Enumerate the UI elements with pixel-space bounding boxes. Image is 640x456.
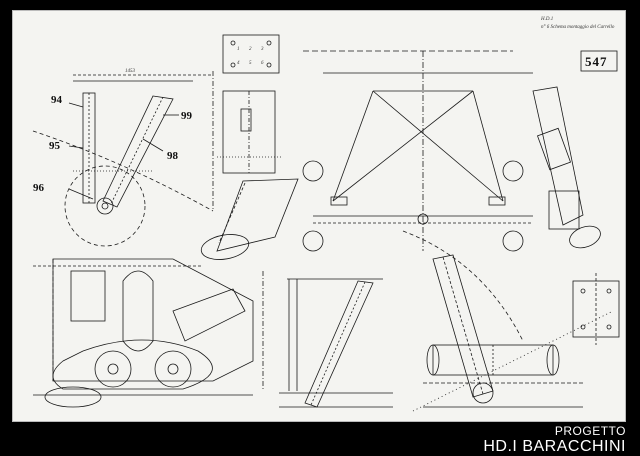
fairing-detail: [200, 178, 299, 260]
sheet-number-box: [580, 50, 618, 72]
dimension-mark-4: 4: [237, 61, 240, 66]
technical-drawing: [32, 34, 620, 412]
oleo-leg-detail: [402, 230, 614, 412]
plate-assembly: [33, 258, 264, 408]
part-number-98: 98: [167, 150, 178, 162]
credit-block: PROGETTO HD.I BARACCHINI: [406, 424, 626, 456]
part-number-96: 96: [33, 182, 44, 194]
credit-line1: PROGETTO: [554, 424, 626, 438]
dimension-mark-1: 1: [237, 47, 240, 52]
leg-side-view: [32, 71, 214, 247]
part-number-94: 94: [51, 94, 62, 106]
dimension-1453: 1453: [125, 69, 135, 74]
front-view-frame: [302, 50, 533, 252]
right-details: [532, 86, 620, 345]
dimension-mark-5: 5: [249, 61, 252, 66]
drawing-sheet: H.D.1 n° 6 Schema montaggio del Carrello…: [12, 10, 626, 422]
sheet-number: 547: [585, 54, 608, 69]
strut-detail: [279, 278, 393, 408]
dimension-mark-2: 2: [249, 47, 252, 52]
header-line2: n° 6 Schema montaggio del Carrello: [541, 25, 615, 30]
credit-line2: HD.I BARACCHINI: [483, 438, 626, 455]
dimension-mark-6: 6: [261, 61, 264, 66]
plate-details: [217, 34, 283, 174]
part-number-99: 99: [181, 110, 192, 122]
part-number-95: 95: [49, 140, 60, 152]
dimension-mark-3: 3: [261, 47, 264, 52]
header-line1: H.D.1: [541, 17, 554, 22]
